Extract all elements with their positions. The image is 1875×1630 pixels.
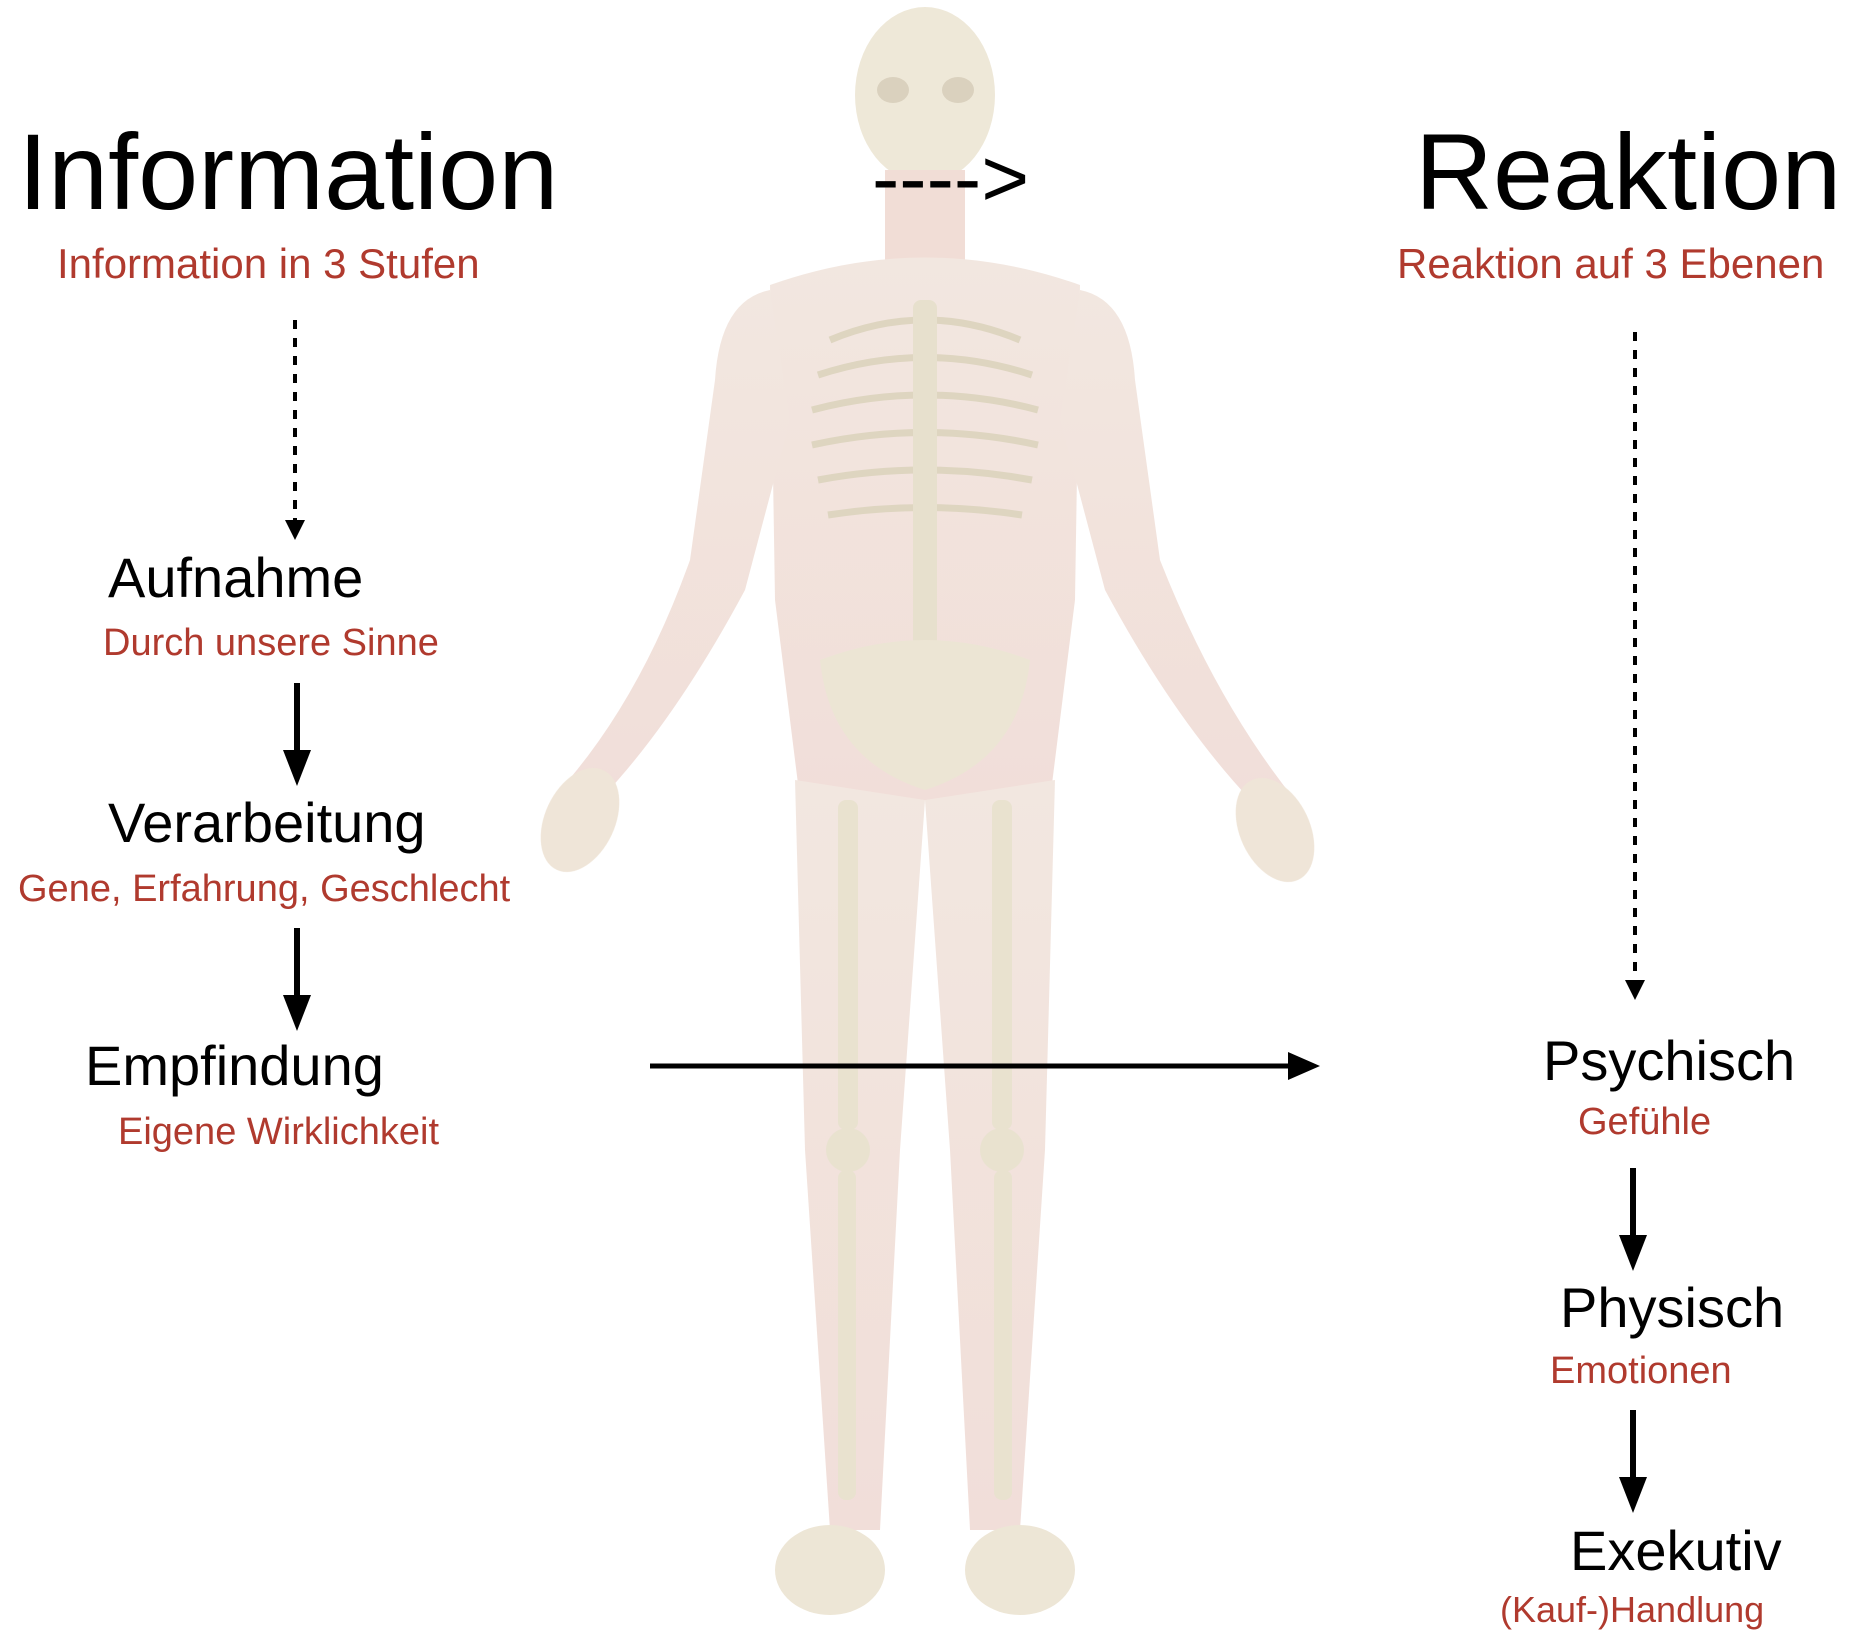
- step-psychisch-label: Psychisch: [1543, 1033, 1795, 1089]
- step-psychisch-sub: Gefühle: [1578, 1103, 1711, 1141]
- arrow-empfindung-psychisch: [650, 1052, 1320, 1080]
- reaktion-subtitle: Reaktion auf 3 Ebenen: [1397, 243, 1824, 285]
- information-subtitle: Information in 3 Stufen: [57, 243, 480, 285]
- step-aufnahme-label: Aufnahme: [108, 550, 363, 606]
- reaktion-title: Reaktion: [1415, 118, 1841, 226]
- step-physisch-label: Physisch: [1560, 1280, 1784, 1336]
- step-physisch-sub: Emotionen: [1550, 1352, 1732, 1390]
- step-empfindung-label: Empfindung: [85, 1038, 384, 1094]
- step-verarbeitung-label: Verarbeitung: [108, 795, 426, 851]
- dotted-arrow-left: [285, 320, 305, 540]
- arrow-verarbeitung-empfindung: [283, 928, 311, 1031]
- step-exekutiv-sub: (Kauf-)Handlung: [1500, 1592, 1764, 1628]
- dotted-arrow-right: [1625, 332, 1645, 1000]
- step-aufnahme-sub: Durch unsere Sinne: [103, 624, 439, 662]
- arrow-physisch-exekutiv: [1619, 1410, 1647, 1513]
- flow-arrow-text: ---->: [872, 138, 1029, 220]
- arrow-aufnahme-verarbeitung: [283, 683, 311, 786]
- arrow-psychisch-physisch: [1619, 1168, 1647, 1271]
- information-title: Information: [18, 118, 558, 226]
- step-verarbeitung-sub: Gene, Erfahrung, Geschlecht: [18, 870, 510, 908]
- step-empfindung-sub: Eigene Wirklichkeit: [118, 1113, 439, 1151]
- step-exekutiv-label: Exekutiv: [1570, 1523, 1782, 1579]
